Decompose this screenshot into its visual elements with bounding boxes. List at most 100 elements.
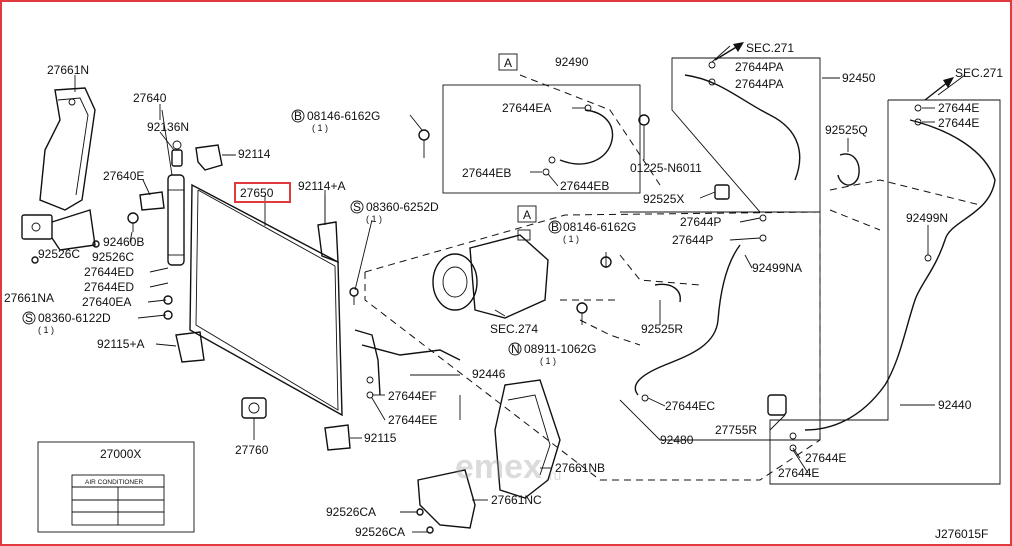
bracket-92115A	[175, 331, 205, 363]
callout-27644EE: 27644EE	[388, 413, 437, 427]
callout-01225-N6011: 01225-N6011	[630, 161, 702, 175]
hose-92490	[542, 104, 650, 176]
callout-92114A: 92114+A	[298, 179, 346, 193]
callout-92480: 92480	[660, 433, 694, 447]
callout-27760: 27760	[235, 443, 269, 457]
highlight-box-27650	[234, 182, 291, 203]
callout-27644E-c: 27644E	[805, 451, 846, 465]
svg-text:.ru: .ru	[545, 467, 561, 483]
prefix-circles	[22, 109, 562, 356]
callout-27661NC: 27661NC	[491, 493, 542, 507]
callout-92499NA: 92499NA	[752, 261, 802, 275]
callout-08146-top: 08146-6162G	[307, 109, 380, 123]
callout-92525Q: 92525Q	[825, 123, 868, 137]
prefix-s-right: S	[353, 200, 361, 214]
callout-08146-top-qty: ( 1 )	[312, 123, 328, 133]
callout-92526C-a: 92526C	[38, 247, 80, 261]
ref-a-mid: A	[523, 208, 531, 222]
svg-text:emex: emex	[455, 448, 542, 486]
compressor-sec274	[432, 229, 549, 319]
cover-27661NB	[494, 379, 561, 499]
bolts-left	[31, 129, 430, 320]
leader-lines	[74, 45, 966, 533]
callout-08911-qty: ( 1 )	[540, 356, 556, 366]
callout-27644ED-a: 27644ED	[84, 265, 134, 279]
callout-92460B: 92460B	[103, 235, 144, 249]
ref-a-top: A	[504, 56, 512, 70]
bolt-08146-mid	[600, 252, 612, 268]
label-air-conditioner: AIR CONDITIONER	[85, 479, 143, 486]
callout-92526CA-a: 92526CA	[326, 505, 376, 519]
callout-92450: 92450	[842, 71, 876, 85]
callout-92499N: 92499N	[906, 211, 948, 225]
bracket-92114A	[317, 195, 339, 264]
clip-92525X	[714, 184, 730, 200]
clip-92525Q	[837, 153, 860, 186]
bracket-27661NA	[21, 209, 96, 251]
valve-27755R	[767, 394, 797, 452]
receiver-drier-27640	[161, 109, 185, 266]
callout-08360-6252D-qty: ( 1 )	[366, 214, 382, 224]
callout-92440: 92440	[938, 398, 972, 412]
callout-sec271-b: SEC.271	[955, 66, 1003, 80]
callout-92136N: 92136N	[147, 120, 189, 134]
callout-27644PA-b: 27644PA	[735, 77, 784, 91]
callout-27661N: 27661N	[47, 63, 89, 77]
callout-08911: 08911-1062G	[524, 342, 597, 356]
callout-27661NB: 27661NB	[555, 461, 605, 475]
cover-27661NC	[416, 469, 476, 534]
callout-27644EF: 27644EF	[388, 389, 437, 403]
callout-27644EB-a: 27644EB	[462, 166, 511, 180]
nut-08911	[576, 302, 588, 325]
callout-92115: 92115	[364, 431, 397, 445]
callout-08360-6252D: 08360-6252D	[366, 200, 439, 214]
watermark: emex .ru	[455, 448, 561, 486]
pipe-92440	[804, 104, 996, 431]
callout-27644P-b: 27644P	[672, 233, 713, 247]
callout-labels: 27661N 27640 92136N 92114 B 08146-6162G …	[4, 41, 1003, 541]
callout-sec271-a: SEC.271	[746, 41, 794, 55]
pipe-92446	[354, 329, 461, 399]
callout-27644EB-b: 27644EB	[560, 179, 609, 193]
callout-92115A: 92115+A	[97, 337, 145, 351]
ref-box-a-top	[498, 53, 518, 71]
callout-08360-6122D: 08360-6122D	[38, 311, 111, 325]
label-27000X-box	[37, 441, 195, 533]
callout-27644ED-b: 27644ED	[84, 280, 134, 294]
callout-92526C-b: 92526C	[92, 250, 134, 264]
callout-92490: 92490	[555, 55, 589, 69]
callout-27640E: 27640E	[103, 169, 144, 183]
callout-92114: 92114	[238, 147, 271, 161]
bracket-92115	[324, 424, 351, 451]
prefix-b-mid: B	[551, 220, 559, 234]
callout-27644EA: 27644EA	[502, 101, 551, 115]
bracket-27661N	[39, 87, 96, 211]
condenser-27650	[189, 183, 343, 417]
hose-92450	[684, 61, 801, 181]
sensor-27760	[241, 397, 267, 419]
assembly-boxes	[442, 57, 1001, 485]
callout-92525X: 92525X	[643, 192, 684, 206]
callout-27650: 27650	[240, 186, 274, 200]
pressure-switch-92136N	[171, 140, 183, 167]
ref-box-a-mid	[517, 205, 537, 223]
diagram-code: J276015F	[935, 527, 988, 541]
callout-27644E-d: 27644E	[778, 466, 819, 480]
callout-27644P-a: 27644P	[680, 215, 721, 229]
prefix-n: N	[511, 342, 520, 356]
callout-92526CA-b: 92526CA	[355, 525, 405, 539]
callout-27661NA: 27661NA	[4, 291, 54, 305]
callout-27640EA: 27640EA	[82, 295, 131, 309]
callout-08146-mid: 08146-6162G	[563, 220, 636, 234]
sec271-arrows	[714, 42, 954, 101]
callout-27755R: 27755R	[715, 423, 757, 437]
prefix-b-top: B	[294, 109, 302, 123]
callout-27644E-a: 27644E	[938, 101, 979, 115]
bracket-27640E	[139, 191, 165, 211]
callout-92446: 92446	[472, 367, 506, 381]
callout-08146-mid-qty: ( 1 )	[563, 234, 579, 244]
callout-92525R: 92525R	[641, 322, 683, 336]
callout-sec274: SEC.274	[490, 322, 538, 336]
